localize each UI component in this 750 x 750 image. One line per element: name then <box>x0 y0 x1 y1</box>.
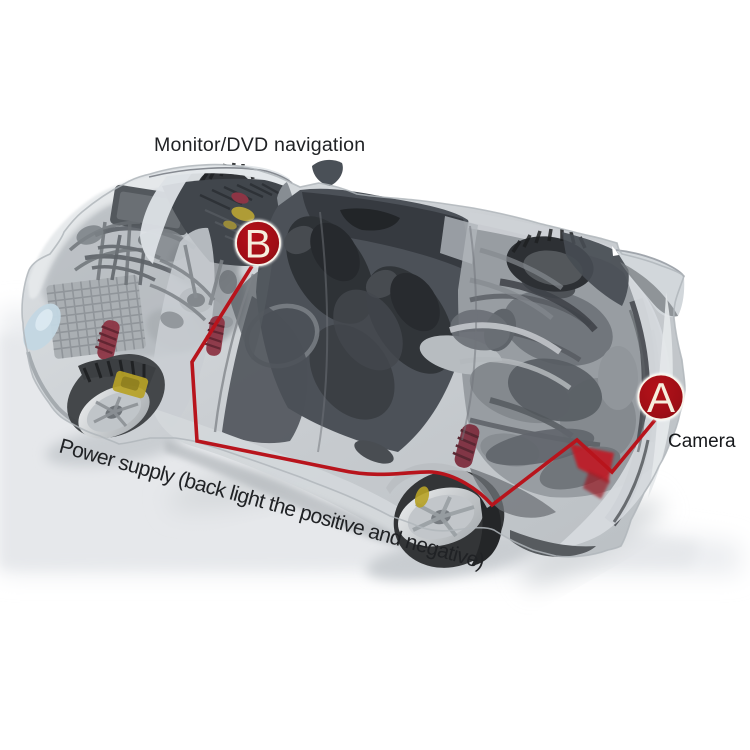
svg-text:B: B <box>245 223 272 267</box>
svg-text:A: A <box>647 374 675 421</box>
svg-text:Camera: Camera <box>668 431 736 452</box>
svg-text:Monitor/DVD navigation: Monitor/DVD navigation <box>154 134 365 156</box>
